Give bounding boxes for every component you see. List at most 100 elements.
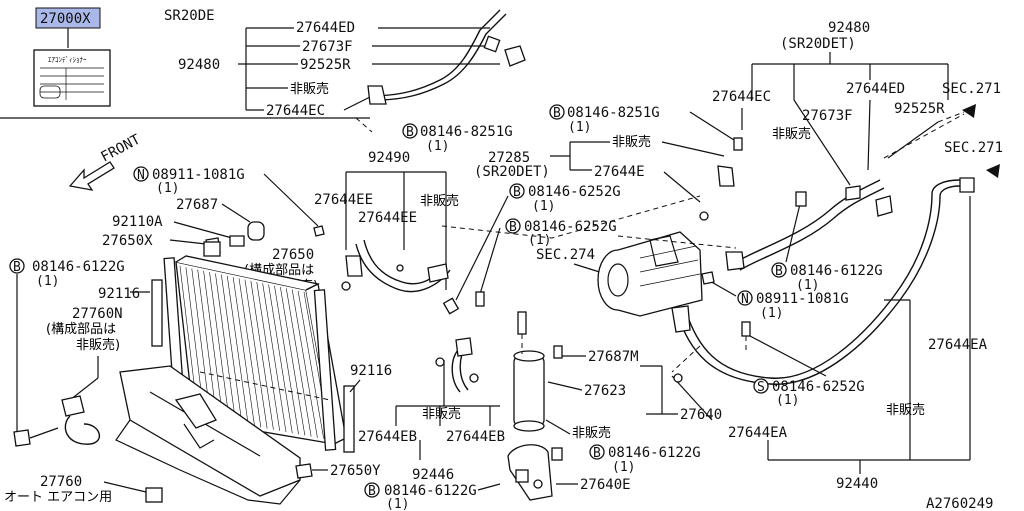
- svg-text:S: S: [757, 380, 765, 395]
- callout-bolt-8251-a: 08146-8251G: [420, 124, 513, 140]
- callout-92446: 92446: [412, 467, 454, 483]
- part-number-text: 27000X: [40, 11, 91, 27]
- callout-27644ED-a: 27644ED: [296, 20, 355, 36]
- bolt-icon: [733, 137, 743, 151]
- callout-27650Y: 27650Y: [330, 463, 381, 479]
- svg-text:(1): (1): [776, 393, 799, 408]
- callout-92440: 92440: [836, 476, 878, 492]
- svg-text:(1): (1): [796, 278, 819, 293]
- circle-N-icon: [737, 290, 753, 306]
- bolt-icon: [551, 447, 563, 461]
- callout-27644ED-b: 27644ED: [846, 81, 905, 97]
- callout-hihanbai-g: 非販売: [422, 406, 461, 422]
- callout-bolt-6252-b: 08146-6252G: [524, 219, 617, 235]
- svg-text:B: B: [513, 185, 521, 200]
- circle-B-icon: [549, 104, 565, 120]
- air-guide-lower: [115, 365, 301, 505]
- bolt-icon: [553, 345, 563, 359]
- diagram-id: A2760249: [926, 496, 993, 511]
- callout-auto-aircon: オート エアコン用: [4, 490, 112, 505]
- callout-92116-a: 92116: [98, 286, 140, 302]
- callout-27644EE-b: 27644EE: [358, 210, 417, 226]
- callout-27644EA-b: 27644EA: [728, 425, 788, 441]
- grommet-icon: [229, 235, 245, 247]
- callout-hihanbai-c: 非販売: [612, 134, 651, 150]
- callout-92525R-b: 92525R: [894, 101, 945, 117]
- svg-text:B: B: [553, 106, 561, 121]
- callout-27644EC-a: 27644EC: [266, 103, 325, 119]
- callout-92480-a: 92480: [178, 57, 220, 73]
- svg-text:(1): (1): [426, 139, 449, 154]
- callout-bolt-6252-a: 08146-6252G: [528, 184, 621, 200]
- callout-27760N: 27760N: [72, 306, 123, 322]
- callout-27640E: 27640E: [580, 477, 631, 493]
- svg-text:(1): (1): [568, 120, 591, 135]
- front-arrow: FRONT: [68, 131, 144, 191]
- callout-sec274: SEC.274: [536, 247, 595, 263]
- svg-text:(1): (1): [532, 199, 555, 214]
- arrow-sec271-a: [962, 104, 976, 118]
- callout-27650: 27650: [272, 247, 314, 263]
- svg-text:FRONT: FRONT: [98, 131, 143, 165]
- seal-92116-b: [343, 385, 355, 453]
- compressor-sec274: [597, 231, 703, 317]
- svg-text:B: B: [406, 125, 414, 140]
- svg-text:B: B: [593, 446, 601, 461]
- seal-92116-a: [151, 279, 163, 347]
- callout-hihanbai-f: 非販売: [886, 402, 925, 418]
- circle-B-icon: [771, 262, 787, 278]
- connector-27760: [145, 487, 163, 503]
- callout-27760N-note2: 非販売): [76, 337, 120, 353]
- callout-sr20det-c: (SR20DET): [474, 164, 550, 180]
- callout-hihanbai-e: 非販売: [572, 425, 611, 441]
- screw-icon: [741, 321, 751, 337]
- mount-27650Y: [295, 463, 313, 479]
- bracket-27640E: [507, 444, 553, 501]
- callout-sec271-b: SEC.271: [944, 140, 1003, 156]
- svg-text:B: B: [13, 260, 21, 275]
- callout-nut-1081: 08911-1081G: [152, 167, 245, 183]
- nut-icon: [313, 225, 325, 237]
- circle-B-icon: [364, 482, 380, 498]
- svg-text:(1): (1): [156, 181, 179, 196]
- svg-text:B: B: [509, 220, 517, 235]
- callout-screw-6252: 08146-6252G: [772, 379, 865, 395]
- callout-nut-1081-b: 08911-1081G: [756, 291, 849, 307]
- callout-27640: 27640: [680, 407, 722, 423]
- callout-bolt-6122-b: 08146-6122G: [790, 263, 883, 279]
- cushion-27687: [247, 221, 265, 241]
- callout-27760N-note1: (構成部品は: [46, 322, 116, 337]
- callout-bolt-8251-b: 08146-8251G: [567, 105, 660, 121]
- hose-27644EA: [671, 177, 975, 385]
- callout-27687M: 27687M: [588, 349, 639, 365]
- circle-B-icon: [402, 123, 418, 139]
- circle-S-icon: [753, 378, 769, 394]
- receiver-drier-27640: [513, 311, 545, 432]
- callout-27644E: 27644E: [594, 164, 645, 180]
- nut-icon: [701, 271, 715, 285]
- svg-text:(1): (1): [612, 460, 635, 475]
- svg-text:(1): (1): [36, 274, 59, 289]
- svg-text:N: N: [137, 168, 145, 183]
- fitting-27644E: [717, 165, 735, 187]
- svg-text:B: B: [368, 484, 376, 499]
- callout-27644EA-a: 27644EA: [928, 337, 988, 353]
- callout-27673F-a: 27673F: [302, 39, 353, 55]
- pipe-27644EB: [435, 337, 479, 393]
- callout-27285: 27285: [488, 150, 530, 166]
- hose-27644EE: [341, 239, 451, 293]
- callout-sec271-a: SEC.271: [942, 81, 1001, 97]
- engine-label: SR20DE: [164, 8, 215, 24]
- callout-92110A: 92110A: [112, 214, 163, 230]
- circle-B-icon: [589, 444, 605, 460]
- circle-B-icon: [505, 218, 521, 234]
- sensor-27760N: [13, 395, 101, 447]
- callout-bolt-6122-c: 08146-6122G: [608, 445, 701, 461]
- bolt-icon: [475, 291, 485, 307]
- callout-27673F-b: 27673F: [802, 108, 853, 124]
- callout-92490: 92490: [368, 150, 410, 166]
- svg-text:(1): (1): [528, 233, 551, 248]
- bolt-icon: [795, 191, 807, 207]
